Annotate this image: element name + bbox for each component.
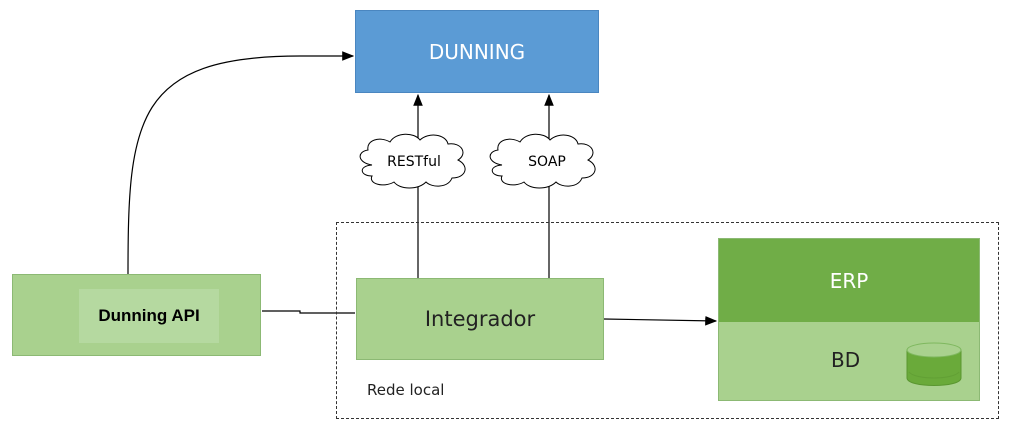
dunning-node: DUNNING <box>355 10 599 93</box>
protocol-label-restful: RESTful <box>387 154 441 170</box>
arrow-integrador-to-erp <box>603 316 718 326</box>
erp-header: ERP <box>719 239 979 322</box>
integrador-label: Integrador <box>424 307 536 331</box>
local-network-label: Rede local <box>367 381 445 399</box>
erp-node: ERP BD <box>718 238 980 401</box>
dunning-api-node: Dunning API <box>12 274 261 356</box>
arrow-api-to-dunning <box>127 51 355 275</box>
dunning-api-label: Dunning API <box>98 306 200 325</box>
cloud-restful: RESTful <box>359 133 466 189</box>
dunning-api-label-box: Dunning API <box>79 289 219 343</box>
bd-label: BD <box>831 348 861 372</box>
integrador-node: Integrador <box>356 278 604 360</box>
protocol-label-soap: SOAP <box>528 154 566 170</box>
database-icon <box>906 342 962 386</box>
erp-label: ERP <box>829 268 869 293</box>
cloud-soap: SOAP <box>489 133 596 189</box>
local-network-boundary <box>336 222 999 419</box>
link-api-integrador <box>262 310 355 314</box>
bd-section: BD <box>719 322 979 400</box>
dunning-label: DUNNING <box>428 39 526 64</box>
